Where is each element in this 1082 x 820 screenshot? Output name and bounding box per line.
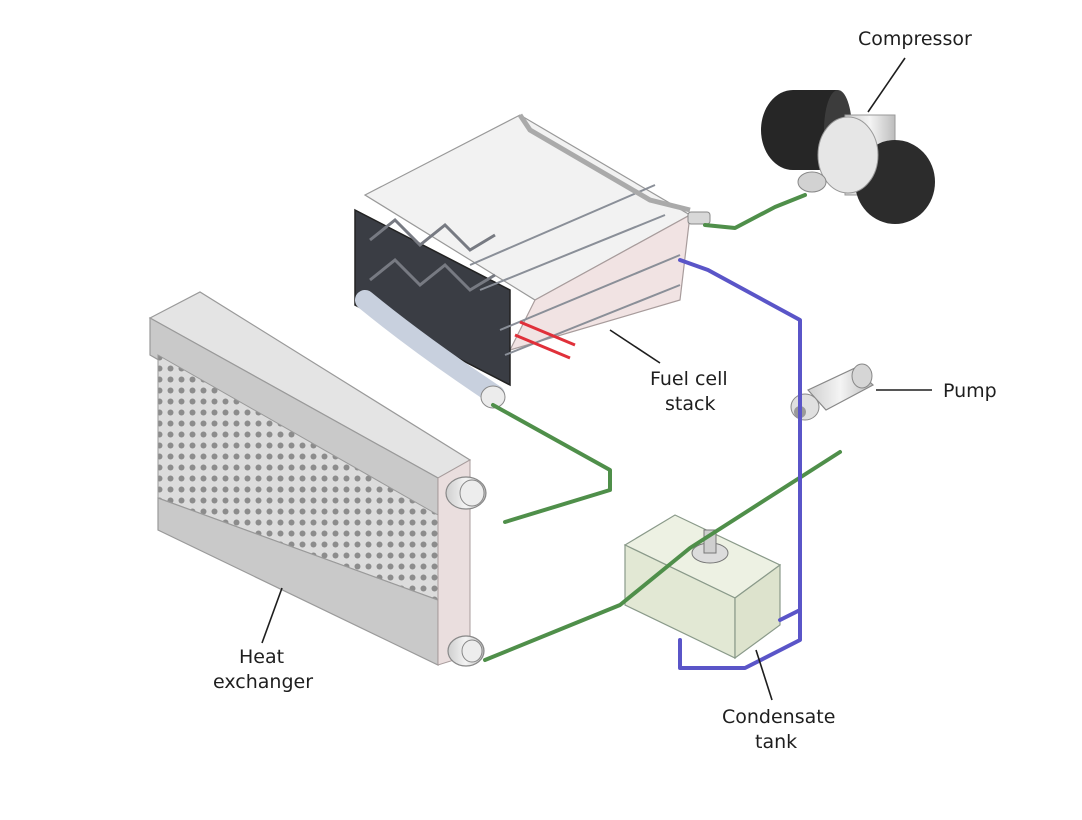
condensate-tank <box>623 514 782 660</box>
condensate-tank-label-1: Condensate <box>722 706 835 728</box>
condensate-tank-leader <box>755 649 773 701</box>
water-pipe <box>678 258 802 670</box>
diagram-labels: Compressor Fuel cell stack Pump Heat exc… <box>213 28 997 753</box>
air-supply-pipe <box>703 193 807 230</box>
heat-exchanger-label-2: exchanger <box>213 671 313 693</box>
compressor-leader <box>867 57 906 113</box>
fuel-cell-stack-label-1: Fuel cell <box>650 368 728 390</box>
pump <box>790 363 875 421</box>
heat-exchanger-label-1: Heat <box>239 646 284 668</box>
pipes <box>483 193 842 670</box>
return-pipe <box>483 450 842 662</box>
fuel-cell-stack-label-2: stack <box>665 393 715 415</box>
fuel-cell-stack-leader <box>609 329 661 364</box>
heat-exchanger-leader <box>261 587 283 644</box>
compressor-label: Compressor <box>858 28 972 50</box>
heat-exchanger <box>148 291 487 667</box>
exhaust-pipe <box>491 403 612 524</box>
condensate-tank-label-2: tank <box>755 731 797 753</box>
fuel-cell-stack <box>354 113 711 409</box>
pump-label: Pump <box>943 380 997 402</box>
compressor <box>761 90 935 224</box>
